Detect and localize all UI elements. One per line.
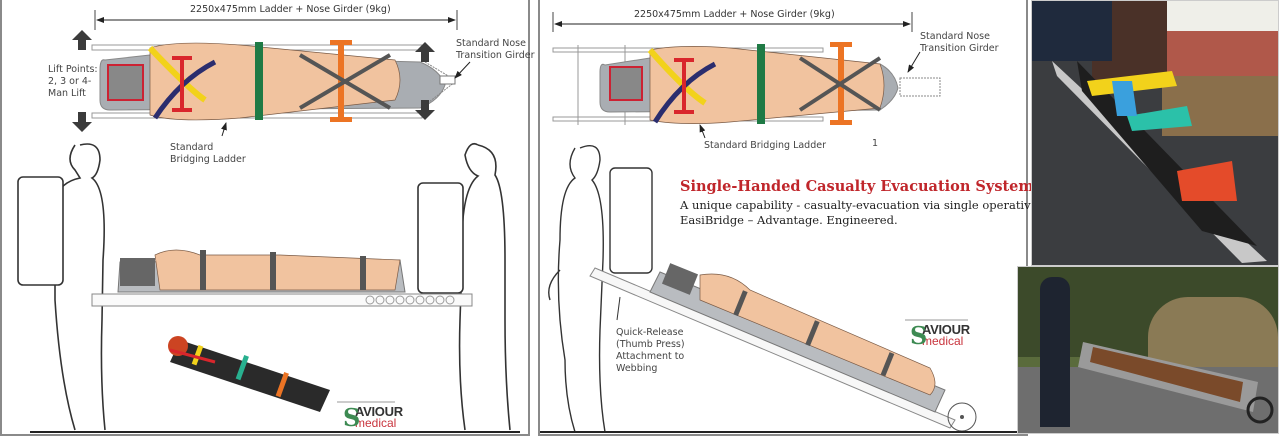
- lift-arrow-icons: [72, 30, 435, 132]
- stray-marker: 1: [872, 138, 879, 149]
- quick-release-label: Quick-Release (Thumb Press) Attachment t…: [616, 327, 685, 375]
- left-side-view-stretcher: [91, 249, 473, 307]
- logo-initial: S: [910, 321, 928, 350]
- logo-bottom-text: medical: [922, 334, 964, 348]
- left-plan-view-stretcher: [91, 40, 456, 122]
- left-dimension-label: 2250x475mm Ladder + Nose Girder (9kg): [190, 4, 391, 15]
- right-dimension-line: [552, 12, 913, 32]
- right-dimension-label: 2250x475mm Ladder + Nose Girder (9kg): [634, 9, 835, 20]
- lift-points-line-2: 2, 3 or 4-: [48, 76, 92, 87]
- right-nose-girder-label: Standard Nose Transition Girder: [920, 31, 998, 55]
- quick-release-line-1: Quick-Release: [616, 327, 684, 338]
- right-nose-girder-pointer: [907, 51, 921, 73]
- photo-stretcher-shape: [1052, 61, 1267, 263]
- right-bridging-ladder-pointer: [699, 124, 706, 139]
- quick-release-line-3: Attachment to: [616, 351, 685, 362]
- lift-points-label: Lift Points: 2, 3 or 4- Man Lift: [48, 64, 98, 100]
- operator-figure: [548, 145, 653, 433]
- tagline-line-1: A unique capability - casualty-evacuatio…: [680, 198, 1042, 212]
- photo-person: [1040, 277, 1070, 427]
- nose-girder-line-2: Transition Girder: [456, 50, 535, 61]
- left-bridging-ladder-label: Standard Bridging Ladder: [170, 142, 246, 166]
- logo-top-text: AVIOUR: [355, 404, 403, 419]
- folded-stretcher-bag: [168, 336, 330, 412]
- tagline-line-2: EasiBridge – Advantage. Engineered.: [680, 213, 898, 227]
- right-bearer-figure: [417, 142, 511, 431]
- saviour-medical-logo-right: S AVIOUR medical: [910, 321, 970, 350]
- photo-operator-towing: [1017, 266, 1279, 434]
- photo-ladder-tilted: [1031, 0, 1279, 266]
- nose-girder-line-1: Standard Nose: [456, 38, 526, 49]
- photo-towed-stretcher: [1078, 342, 1274, 424]
- photo-person-jacket: [1032, 1, 1112, 61]
- right-bridging-ladder-label: Standard Bridging Ladder: [704, 140, 826, 151]
- right-nose-girder-line-2: Transition Girder: [920, 43, 999, 54]
- quick-release-pointer: [616, 296, 621, 321]
- right-plan-view-stretcher: [552, 42, 941, 125]
- logo-bottom-text: medical: [355, 416, 397, 430]
- left-dimension-line: [94, 10, 458, 30]
- bridging-ladder-line-2: Bridging Ladder: [170, 154, 246, 165]
- lift-points-line-3: Man Lift: [48, 88, 86, 99]
- photo-grass-plume: [1148, 297, 1278, 367]
- lift-points-line-1: Lift Points:: [48, 64, 98, 75]
- tagline: A unique capability - casualty-evacuatio…: [680, 198, 1041, 228]
- logo-top-text: AVIOUR: [922, 322, 970, 337]
- tilted-stretcher: [589, 263, 977, 432]
- bridging-ladder-pointer: [221, 122, 227, 137]
- quick-release-line-4: Webbing: [616, 363, 658, 374]
- bridging-ladder-line-1: Standard: [170, 142, 214, 153]
- right-nose-girder-line-1: Standard Nose: [920, 31, 990, 42]
- nose-girder-pointer: [454, 61, 471, 79]
- saviour-medical-logo-left: S AVIOUR medical: [343, 403, 403, 432]
- photo-wall-render: [1162, 1, 1278, 31]
- headline: Single-Handed Casualty Evacuation System: [680, 178, 1034, 195]
- quick-release-line-2: (Thumb Press): [616, 339, 685, 350]
- logo-initial: S: [343, 403, 361, 432]
- left-nose-girder-label: Standard Nose Transition Girder: [456, 38, 534, 62]
- left-bearer-figure: [17, 143, 106, 431]
